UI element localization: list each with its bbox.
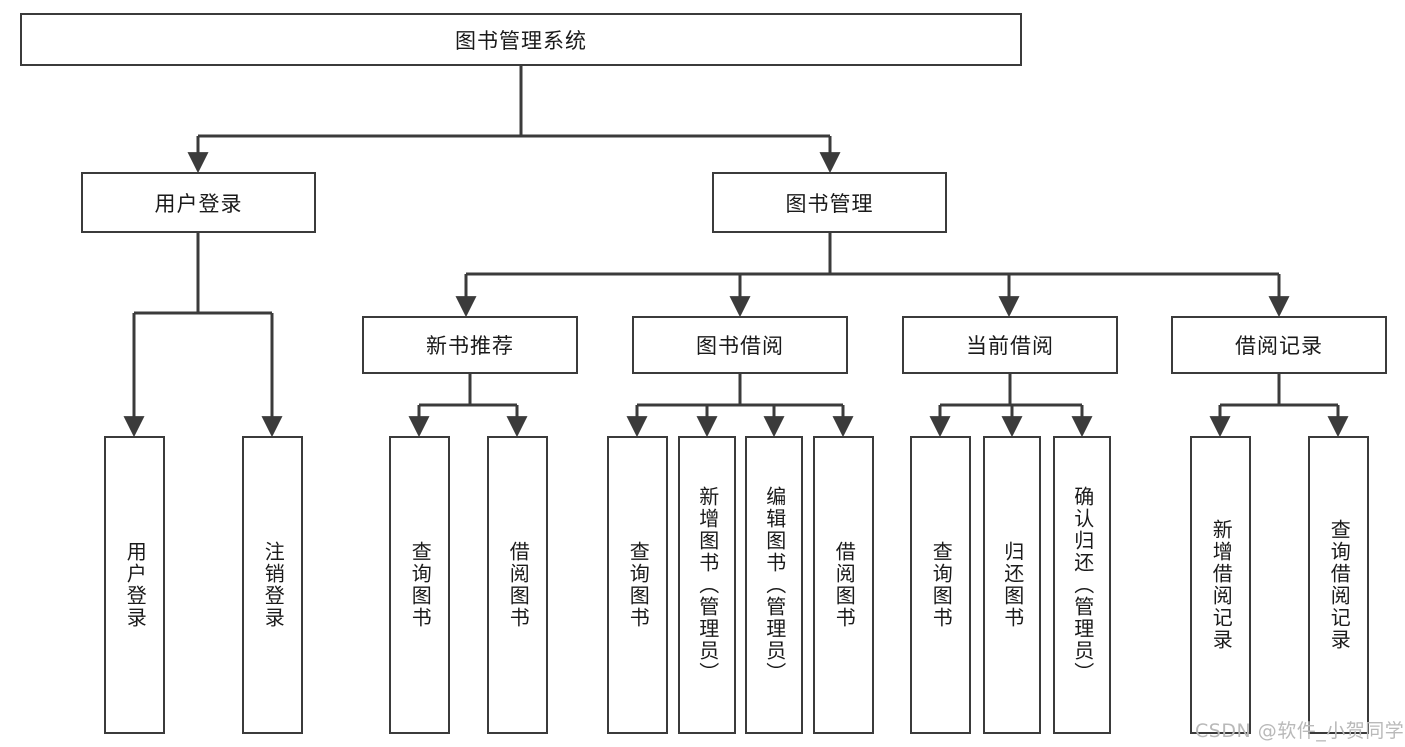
node-leaf-query-record-label: 查询借阅记录 — [1327, 519, 1352, 651]
node-leaf-return-book-label: 归还图书 — [1000, 541, 1025, 629]
node-leaf-add-book[interactable]: 新增图书（管理员） — [678, 436, 736, 734]
node-leaf-confirm-return-label: 确认归还（管理员） — [1070, 486, 1095, 684]
node-user-login-label: 用户登录 — [154, 191, 243, 216]
node-leaf-return-book[interactable]: 归还图书 — [983, 436, 1041, 734]
node-leaf-add-record-label: 新增借阅记录 — [1209, 519, 1234, 651]
node-root[interactable]: 图书管理系统 — [20, 13, 1022, 66]
node-leaf-add-record[interactable]: 新增借阅记录 — [1190, 436, 1251, 734]
node-book-manage-label: 图书管理 — [785, 191, 874, 216]
node-leaf-logout-label: 注销登录 — [261, 541, 286, 629]
node-leaf-confirm-return[interactable]: 确认归还（管理员） — [1053, 436, 1111, 734]
node-current-borrow[interactable]: 当前借阅 — [902, 316, 1118, 374]
node-borrow-record-label: 借阅记录 — [1235, 334, 1323, 358]
node-leaf-borrow-book-2-label: 借阅图书 — [832, 541, 857, 629]
node-borrow-record[interactable]: 借阅记录 — [1171, 316, 1387, 374]
node-leaf-query-book-3-label: 查询图书 — [929, 541, 954, 629]
node-new-book-rec[interactable]: 新书推荐 — [362, 316, 578, 374]
node-book-manage[interactable]: 图书管理 — [712, 172, 947, 233]
node-leaf-query-book-1[interactable]: 查询图书 — [389, 436, 450, 734]
node-leaf-query-record[interactable]: 查询借阅记录 — [1308, 436, 1369, 734]
node-leaf-edit-book[interactable]: 编辑图书（管理员） — [745, 436, 803, 734]
node-leaf-query-book-2[interactable]: 查询图书 — [607, 436, 668, 734]
node-leaf-edit-book-label: 编辑图书（管理员） — [762, 486, 787, 684]
node-leaf-add-book-label: 新增图书（管理员） — [695, 486, 720, 684]
node-leaf-logout[interactable]: 注销登录 — [242, 436, 303, 734]
node-root-label: 图书管理系统 — [455, 28, 587, 53]
node-current-borrow-label: 当前借阅 — [966, 334, 1054, 358]
node-leaf-user-login-label: 用户登录 — [123, 541, 148, 629]
node-leaf-borrow-book-2[interactable]: 借阅图书 — [813, 436, 874, 734]
node-leaf-borrow-book-1[interactable]: 借阅图书 — [487, 436, 548, 734]
node-leaf-query-book-1-label: 查询图书 — [408, 541, 433, 629]
node-leaf-query-book-3[interactable]: 查询图书 — [910, 436, 971, 734]
node-book-borrow-label: 图书借阅 — [696, 334, 784, 358]
csdn-watermark: CSDN @软件_小贺同学 — [1195, 720, 1405, 742]
node-leaf-query-book-2-label: 查询图书 — [626, 541, 651, 629]
node-user-login[interactable]: 用户登录 — [81, 172, 316, 233]
node-leaf-user-login[interactable]: 用户登录 — [104, 436, 165, 734]
node-new-book-rec-label: 新书推荐 — [426, 334, 514, 358]
node-book-borrow[interactable]: 图书借阅 — [632, 316, 848, 374]
node-leaf-borrow-book-1-label: 借阅图书 — [506, 541, 531, 629]
